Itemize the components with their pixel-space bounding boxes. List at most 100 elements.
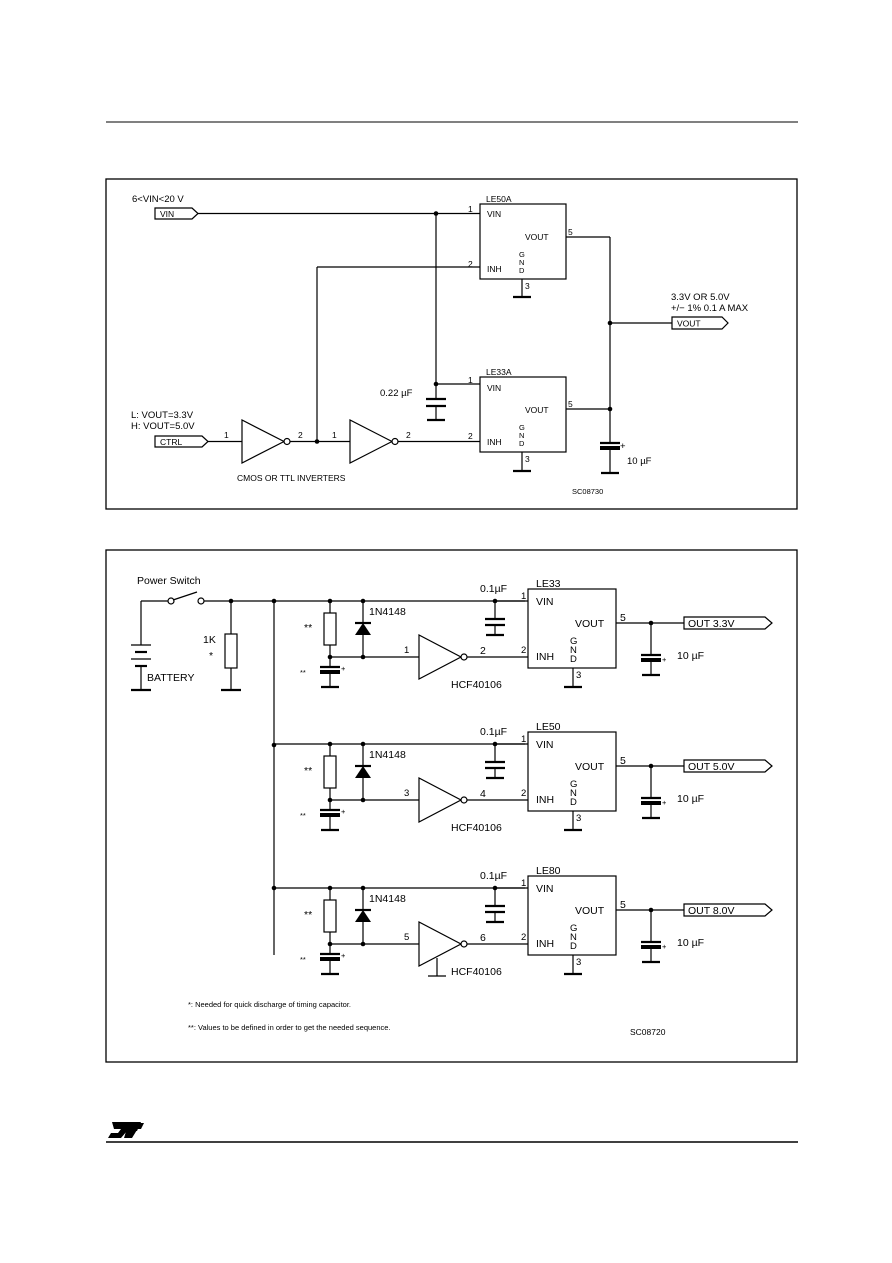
inverter-pin-out: 2 <box>480 645 486 657</box>
ctrl-port-label: CTRL <box>160 437 182 447</box>
ic-gnd-g: G <box>570 779 577 790</box>
timing-cap-plus: + <box>341 807 346 816</box>
resistor-1k-note: * <box>209 650 213 662</box>
timing-resistor <box>323 755 337 789</box>
diagram1-frame <box>105 178 798 510</box>
cap-out-plus: + <box>620 441 626 452</box>
ic-pin1: 1 <box>521 734 526 745</box>
ic-bot-pin3: 3 <box>525 454 530 464</box>
regulator-ic-name: LE33 <box>536 578 561 590</box>
regulator-ic-name: LE50 <box>536 721 561 733</box>
vin-range-label: 6<VIN<20 V <box>132 194 184 205</box>
ic-top-inh: INH <box>487 264 502 274</box>
ic-inh-label: INH <box>536 794 554 806</box>
inv2-pin-in: 1 <box>332 430 337 440</box>
inverter-pin-in: 1 <box>404 645 409 656</box>
input-cap-label: 0.1µF <box>480 870 507 882</box>
ic-top-pin5: 5 <box>568 227 573 237</box>
ic-bot-pin5: 5 <box>568 399 573 409</box>
cap-out-label: 10 µF <box>627 456 652 467</box>
inv1-pin-out: 2 <box>298 430 303 440</box>
output-cap-plus: + <box>662 655 667 664</box>
ic-top-d: D <box>519 266 525 275</box>
timing-resistor-label: ** <box>304 909 312 921</box>
ic-bot-pin1: 1 <box>468 375 473 385</box>
ic-bot-name: LE33A <box>486 367 512 377</box>
ic-gnd-g: G <box>570 923 577 934</box>
inverter-hcf40106 <box>418 634 463 680</box>
ic-le33a <box>479 376 567 453</box>
inverter-label: HCF40106 <box>451 966 502 978</box>
power-switch-label: Power Switch <box>137 575 201 587</box>
diode-1n4148 <box>355 910 371 922</box>
ic-bot-n: N <box>519 431 524 440</box>
out-spec-2: +/− 1% 0.1 A MAX <box>671 303 749 314</box>
inverters-label: CMOS OR TTL INVERTERS <box>237 473 346 483</box>
regulator-ic <box>527 731 617 812</box>
ic-gnd-n: N <box>570 932 577 943</box>
ic-bot-g: G <box>519 423 525 432</box>
ic-pin2: 2 <box>521 645 526 656</box>
ic-vout-label: VOUT <box>575 905 605 917</box>
ic-bot-inh: INH <box>487 437 502 447</box>
vout-port <box>671 316 729 330</box>
timing-resistor-label: ** <box>304 622 312 634</box>
ic-le50a <box>479 203 567 280</box>
ic-top-g: G <box>519 250 525 259</box>
output-port <box>683 759 773 773</box>
inverter-hcf40106 <box>418 921 463 967</box>
diagram2-code: SC08720 <box>630 1027 666 1037</box>
vin-port-label: VIN <box>160 209 174 219</box>
ic-inh-label: INH <box>536 651 554 663</box>
output-cap-plus: + <box>662 798 667 807</box>
ic-pin3: 3 <box>576 957 581 968</box>
ic-bot-vout: VOUT <box>525 405 549 415</box>
inverter-pin-in: 3 <box>404 788 409 799</box>
ic-pin3: 3 <box>576 670 581 681</box>
ic-gnd-d: D <box>570 941 577 952</box>
inv1-pin-in: 1 <box>224 430 229 440</box>
ic-top-name: LE50A <box>486 194 512 204</box>
ic-inh-label: INH <box>536 938 554 950</box>
timing-cap-label: ** <box>300 668 306 677</box>
ic-pin5: 5 <box>620 899 626 911</box>
vout-port-label: VOUT <box>677 319 701 329</box>
ic-top-n: N <box>519 258 524 267</box>
output-port-label: OUT 8.0V <box>688 905 735 917</box>
ic-pin2: 2 <box>521 788 526 799</box>
diagram2-frame <box>105 549 798 1063</box>
ic-pin5: 5 <box>620 755 626 767</box>
diode-label: 1N4148 <box>369 606 406 618</box>
ic-vin-label: VIN <box>536 739 554 751</box>
footnote-1: *: Needed for quick discharge of timing … <box>188 1000 351 1009</box>
output-cap-label: 10 µF <box>677 650 704 662</box>
diode-label: 1N4148 <box>369 749 406 761</box>
resistor-1k <box>224 633 238 669</box>
vin-port <box>154 207 199 220</box>
inverter-pin-in: 5 <box>404 932 409 943</box>
diagram1-code: SC08730 <box>572 487 603 496</box>
ic-vout-label: VOUT <box>575 761 605 773</box>
regulator-ic <box>527 588 617 669</box>
ic-pin5: 5 <box>620 612 626 624</box>
inverter-label: HCF40106 <box>451 822 502 834</box>
ic-vin-label: VIN <box>536 596 554 608</box>
out-spec-1: 3.3V OR 5.0V <box>671 292 730 303</box>
output-cap-label: 10 µF <box>677 937 704 949</box>
ic-gnd-g: G <box>570 636 577 647</box>
timing-resistor-label: ** <box>304 765 312 777</box>
ctrl-legend-h: H: VOUT=5.0V <box>131 421 195 432</box>
ic-top-vout: VOUT <box>525 232 549 242</box>
output-port <box>683 903 773 917</box>
output-port-label: OUT 3.3V <box>688 618 735 630</box>
inverter-hcf40106 <box>418 777 463 823</box>
ic-top-pin2: 2 <box>468 259 473 269</box>
application-circuit-1: 6<VIN<20 V VIN 0.22 µF LE50A VIN VOUT IN… <box>105 178 798 510</box>
ic-bot-d: D <box>519 439 525 448</box>
input-cap-label: 0.1µF <box>480 726 507 738</box>
ctrl-port <box>154 435 209 448</box>
output-port <box>683 616 773 630</box>
